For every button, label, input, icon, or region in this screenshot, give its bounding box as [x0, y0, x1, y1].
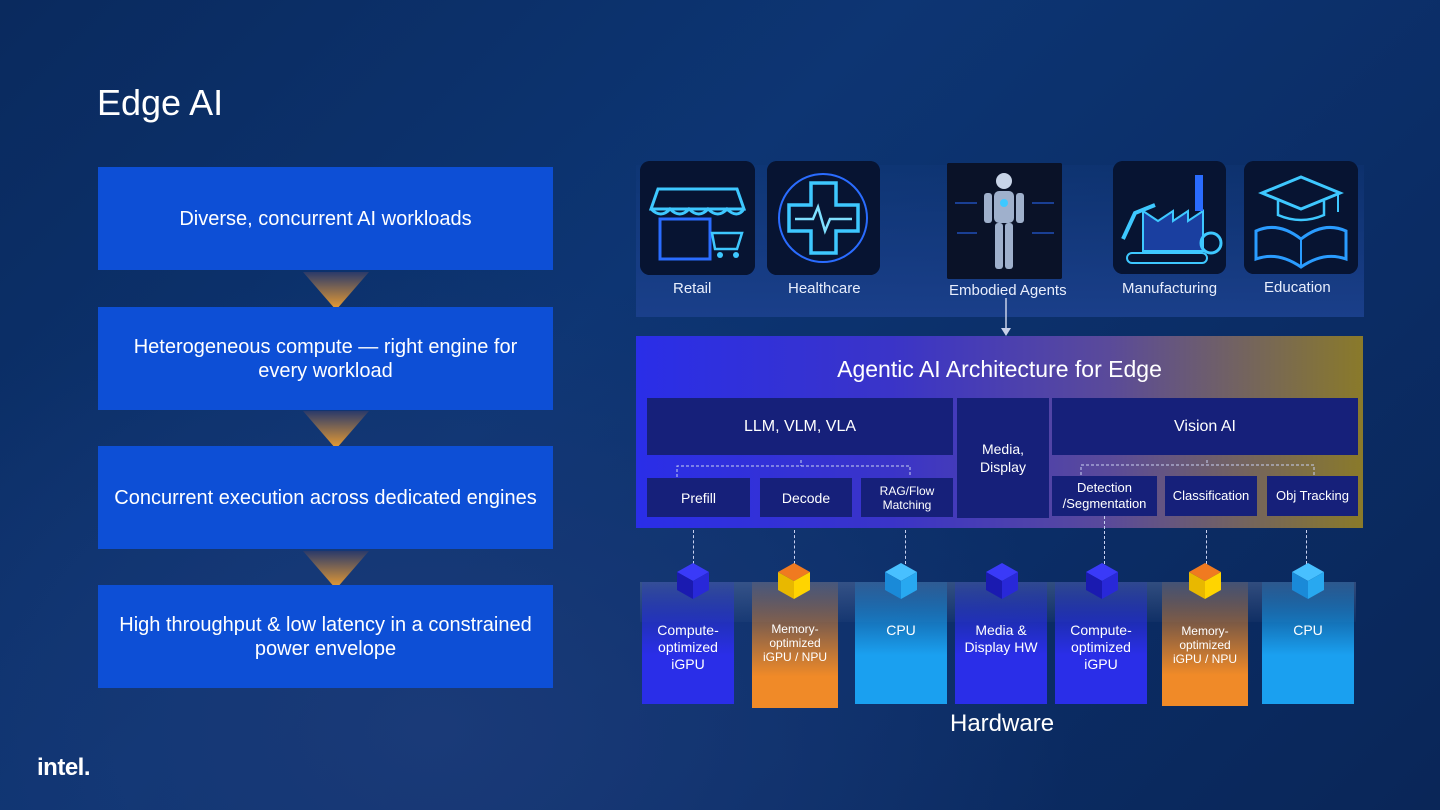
- connector: [1206, 530, 1207, 564]
- down-arrow-icon: [1001, 298, 1011, 336]
- hardware-title: Hardware: [950, 710, 1055, 737]
- use-case-manufacturing: Manufacturing: [1122, 280, 1218, 297]
- cpu-cube-icon: [1292, 563, 1324, 599]
- flow-arrow-icon: [303, 551, 369, 589]
- connector: [905, 530, 906, 564]
- hw-compute-igpu-2: Compute- optimized iGPU: [1055, 582, 1147, 704]
- llm-item-prefill: Prefill: [647, 478, 750, 517]
- vision-group: Vision AI: [1052, 398, 1358, 455]
- vision-item-detection: Detection /Segmentation: [1052, 476, 1157, 516]
- robot-icon: [947, 163, 1062, 279]
- llm-item-rag: RAG/Flow Matching: [861, 478, 953, 517]
- llm-group: LLM, VLM, VLA: [647, 398, 953, 455]
- hw-memory-npu-2: Memory- optimized iGPU / NPU: [1162, 582, 1248, 706]
- gpu-cube-icon: [677, 563, 709, 599]
- hw-media-display: Media & Display HW: [955, 582, 1047, 704]
- gpu-cube-icon: [1086, 563, 1118, 599]
- vision-item-classification: Classification: [1165, 476, 1257, 516]
- education-icon: [1244, 161, 1358, 274]
- flow-arrow-icon: [303, 411, 369, 449]
- connector: [794, 530, 795, 564]
- use-case-embodied-agents: Embodied Agents: [949, 282, 1067, 299]
- use-case-retail: Retail: [673, 280, 712, 297]
- npu-cube-icon: [1189, 563, 1221, 599]
- flow-step-3: Concurrent execution across dedicated en…: [98, 446, 553, 549]
- connector: [1104, 516, 1105, 564]
- flow-arrow-icon: [303, 272, 369, 310]
- flow-step-1: Diverse, concurrent AI workloads: [98, 167, 553, 270]
- page-title: Edge AI: [97, 82, 224, 123]
- media-cube-icon: [986, 563, 1018, 599]
- cpu-cube-icon: [885, 563, 917, 599]
- use-case-education: Education: [1264, 279, 1331, 296]
- hw-compute-igpu-1: Compute- optimized iGPU: [642, 582, 734, 704]
- vision-bracket: [1080, 460, 1315, 475]
- flow-step-4: High throughput & low latency in a const…: [98, 585, 553, 688]
- hw-memory-npu-1: Memory- optimized iGPU / NPU: [752, 582, 838, 708]
- hw-cpu-1: CPU: [855, 582, 947, 704]
- retail-icon: [640, 161, 755, 275]
- media-display: Media, Display: [957, 398, 1049, 518]
- hw-cpu-2: CPU: [1262, 582, 1354, 704]
- use-case-healthcare: Healthcare: [788, 280, 861, 297]
- intel-logo: intel.: [37, 754, 91, 781]
- vision-item-tracking: Obj Tracking: [1267, 476, 1358, 516]
- manufacturing-icon: [1113, 161, 1226, 274]
- npu-cube-icon: [778, 563, 810, 599]
- healthcare-icon: [767, 161, 880, 275]
- connector: [693, 530, 694, 564]
- connector: [1306, 530, 1307, 564]
- architecture-title: Agentic AI Architecture for Edge: [837, 356, 1162, 382]
- llm-item-decode: Decode: [760, 478, 852, 517]
- flow-step-2: Heterogeneous compute — right engine for…: [98, 307, 553, 410]
- llm-bracket: [676, 460, 911, 477]
